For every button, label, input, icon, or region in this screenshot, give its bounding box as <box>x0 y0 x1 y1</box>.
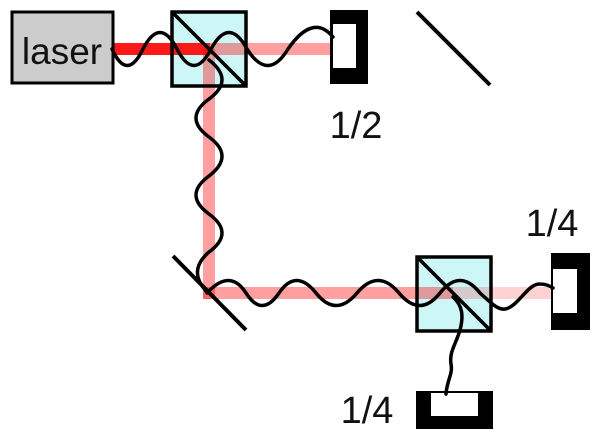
detector-1-probability-label: 1/2 <box>330 105 383 147</box>
photon-wave-laser-to-detector1 <box>110 25 335 68</box>
detector-2-probability-label: 1/4 <box>526 203 579 245</box>
laser-label: laser <box>22 31 102 72</box>
beam-quarter-splitter2-to-detector2 <box>453 287 553 299</box>
photon-wave-splitter2-to-detector3 <box>444 295 464 396</box>
detector-1-window <box>333 24 356 68</box>
beam-half-splitter1-to-detector1 <box>210 43 332 55</box>
beam-splitter-2-border <box>415 255 493 333</box>
beam-splitter-2-diagonal <box>415 255 493 333</box>
detector-2-window <box>553 269 577 313</box>
beam-half-mirror-to-splitter2 <box>203 287 453 299</box>
beam-splitter-1-diagonal <box>170 10 248 88</box>
laser-box <box>10 10 115 85</box>
photon-wave-splitter1-to-mirror <box>194 58 224 294</box>
mirror-top-right <box>415 10 492 87</box>
detector-3-window <box>431 393 478 416</box>
beam-full-laser-to-splitter1 <box>110 43 210 55</box>
photon-wave-mirror-to-detector2 <box>205 278 555 311</box>
mirror-bottom-left <box>171 254 248 332</box>
detector-3-probability-label: 1/4 <box>341 390 394 432</box>
